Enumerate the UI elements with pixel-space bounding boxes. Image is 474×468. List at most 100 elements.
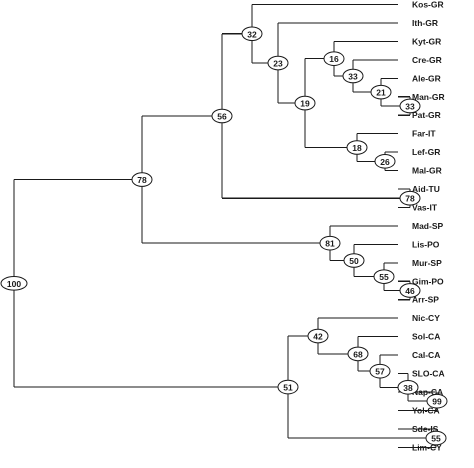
support-oval (374, 154, 396, 169)
support-node: 78 (399, 190, 421, 206)
leaf-label: Pat-GR (412, 110, 441, 120)
support-value: 46 (405, 286, 415, 296)
support-value: 78 (137, 175, 147, 185)
support-value: 57 (375, 367, 385, 377)
leaf-label: Sol-CA (412, 332, 440, 342)
support-node: 100 (0, 276, 28, 291)
support-node: 42 (307, 328, 329, 344)
support-value: 78 (405, 194, 415, 204)
support-value: 51 (283, 383, 293, 393)
support-value: 16 (329, 54, 339, 64)
support-node: 18 (346, 140, 368, 155)
support-value: 23 (273, 59, 283, 69)
leaf-label: Mur-SP (412, 258, 442, 268)
support-oval (241, 26, 263, 42)
support-node: 19 (294, 95, 316, 111)
support-oval (277, 379, 299, 395)
support-node: 78 (131, 172, 153, 187)
leaf-labels: Kos-GR Ith-GR Kyt-GR Cre-GR Ale-GR Man-GR Pat-… (412, 0, 445, 452)
support-node: 56 (211, 108, 233, 124)
support-value: 81 (325, 239, 335, 249)
support-node: 55 (373, 269, 395, 284)
support-value: 18 (352, 143, 362, 153)
support-oval (307, 328, 329, 344)
support-node: 16 (323, 51, 345, 66)
support-node: 50 (343, 253, 365, 268)
leaf-label: Man-GR (412, 92, 445, 102)
support-oval (397, 380, 419, 395)
support-value: 50 (349, 256, 359, 266)
support-value: 21 (376, 88, 386, 98)
support-node: 26 (374, 154, 396, 169)
support-node: 33 (342, 68, 364, 84)
support-node: 99 (426, 393, 448, 409)
leaf-label: Ale-GR (412, 73, 441, 83)
support-oval (399, 98, 421, 114)
leaf-label: Cre-GR (412, 55, 442, 65)
leaf-label: SLO-CA (412, 369, 445, 379)
leaf-label: Nic-CY (412, 313, 440, 323)
tree-branches (13, 3, 438, 448)
support-value: 26 (380, 157, 390, 167)
leaf-label: Nap-CA (412, 387, 443, 397)
support-value: 38 (403, 383, 413, 393)
support-node: 21 (370, 84, 392, 100)
support-node: 55 (425, 430, 447, 446)
leaf-label: Yol-CA (412, 405, 440, 415)
support-oval (399, 283, 421, 298)
support-node: 23 (267, 55, 289, 71)
support-value: 68 (353, 349, 363, 359)
support-oval (131, 172, 153, 187)
support-node: 81 (319, 235, 341, 251)
support-oval (0, 276, 28, 291)
leaf-label: Sde-IS (412, 424, 439, 434)
support-oval (369, 363, 391, 379)
support-value: 32 (247, 29, 257, 39)
support-node: 32 (241, 26, 263, 42)
leaf-label: Vas-IT (412, 202, 438, 212)
support-value: 33 (405, 101, 415, 111)
support-oval (323, 51, 345, 66)
leaf-label: Lim-CY (412, 442, 442, 452)
support-oval (373, 269, 395, 284)
support-oval (426, 393, 448, 409)
support-value: 33 (348, 71, 358, 81)
support-value: 56 (217, 111, 227, 121)
support-oval (347, 346, 369, 362)
support-node: 51 (277, 379, 299, 395)
support-oval (267, 55, 289, 71)
support-oval (425, 430, 447, 446)
leaf-label: Gim-PO (412, 276, 444, 286)
support-oval (346, 140, 368, 155)
leaf-label: Lef-GR (412, 147, 440, 157)
leaf-label: Lis-PO (412, 239, 440, 249)
support-oval (370, 84, 392, 100)
leaf-label: Mad-SP (412, 221, 444, 231)
leaf-label: Ith-GR (412, 18, 438, 28)
support-value: 55 (379, 272, 389, 282)
leaf-label: Kyt-GR (412, 36, 441, 46)
support-oval (319, 235, 341, 251)
leaf-label: Arr-SP (412, 295, 439, 305)
leaf-label: Aid-TU (412, 184, 440, 194)
support-value: 42 (313, 332, 323, 342)
support-value: 19 (300, 99, 310, 109)
leaf-label: Far-IT (412, 129, 436, 139)
support-node: 46 (399, 283, 421, 298)
support-value: 99 (432, 397, 442, 407)
support-value: 100 (7, 279, 21, 289)
support-node: 68 (347, 346, 369, 362)
support-value: 55 (431, 434, 441, 444)
support-oval (211, 108, 233, 124)
support-oval (343, 253, 365, 268)
leaf-label: Mal-GR (412, 166, 442, 176)
support-oval (342, 68, 364, 84)
support-node: 33 (399, 98, 421, 114)
leaf-label: Kos-GR (412, 0, 444, 10)
support-node: 38 (397, 380, 419, 395)
support-oval (399, 190, 421, 206)
support-node: 57 (369, 363, 391, 379)
support-nodes: 100 78 56 32 23 19 16 33 21 33 18 26 78 81 50 55 46 51 42 6… (0, 26, 448, 446)
support-oval (294, 95, 316, 111)
